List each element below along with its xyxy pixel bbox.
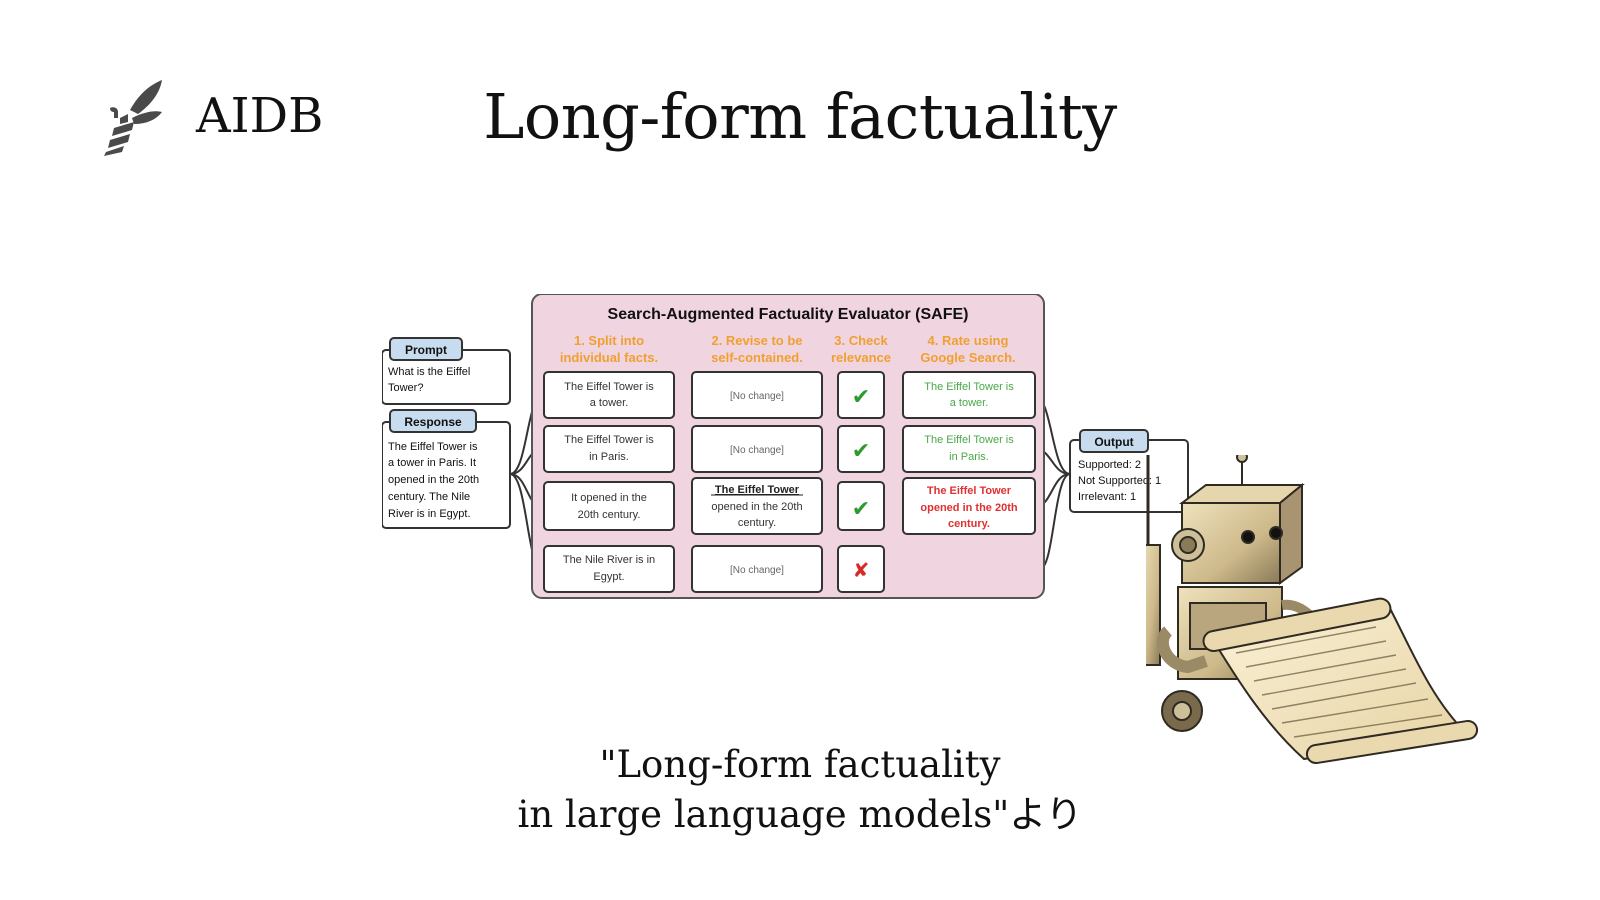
caption-line-1: "Long-form factuality — [599, 743, 1001, 786]
output-label-tag — [1079, 429, 1149, 453]
fact-3-line1: It opened in the — [571, 492, 647, 504]
relevance-cross-4: ✘ — [853, 560, 870, 582]
response-text-3: opened in the 20th — [388, 474, 479, 486]
rating-3-line1: The Eiffel Tower — [927, 485, 1012, 497]
revise-2-text: [No change] — [730, 445, 784, 456]
relevance-box-1 — [837, 371, 885, 419]
rating-2-line1: The Eiffel Tower is — [924, 434, 1014, 446]
revise-box-4 — [691, 545, 823, 593]
response-text-2: a tower in Paris. It — [388, 457, 476, 469]
response-text-5: River is in Egypt. — [388, 508, 471, 520]
revise-3-line2: century. — [738, 517, 776, 529]
prompt-text-1: What is the Eiffel — [388, 366, 470, 378]
output-not-supported: Not Supported: 1 — [1078, 475, 1161, 487]
fact-box-4 — [543, 545, 675, 593]
revise-box-1 — [691, 371, 823, 419]
response-text-1: The Eiffel Tower is — [388, 441, 478, 453]
output-label: Output — [1094, 435, 1133, 449]
output-supported: Supported: 2 — [1078, 459, 1141, 471]
step-3-line2: relevance — [831, 350, 891, 365]
robot-reading-scroll-illustration — [1146, 455, 1479, 765]
relevance-check-1: ✔ — [852, 384, 870, 409]
step-4-line2: Google Search. — [920, 350, 1015, 365]
prompt-text-2: Tower? — [388, 382, 423, 394]
rating-1-line1: The Eiffel Tower is — [924, 381, 1014, 393]
rating-3-line2: opened in the 20th — [920, 502, 1017, 514]
fact-4-line1: The Nile River is in — [563, 554, 655, 566]
fact-box-1 — [543, 371, 675, 419]
relevance-check-3: ✔ — [852, 496, 870, 521]
fact-4-line2: Egypt. — [593, 571, 624, 583]
step-1-line2: individual facts. — [560, 350, 658, 365]
fact-1-line1: The Eiffel Tower is — [564, 381, 654, 393]
relevance-box-2 — [837, 425, 885, 473]
fact-2-line2: in Paris. — [589, 451, 629, 463]
fact-3-line2: 20th century. — [578, 509, 641, 521]
safe-diagram: Search-Augmented Factuality Evaluator (S… — [382, 294, 1189, 599]
slide-title: Long-form factuality — [483, 80, 1117, 153]
fact-box-3 — [543, 481, 675, 531]
revise-box-3 — [691, 477, 823, 535]
bee-logo-icon — [104, 80, 162, 156]
output-irrelevant: Irrelevant: 1 — [1078, 491, 1136, 503]
relevance-check-2: ✔ — [852, 438, 870, 463]
step-2-line1: 2. Revise to be — [711, 333, 802, 348]
brand-name: AIDB — [196, 88, 324, 144]
response-label: Response — [404, 415, 462, 429]
revise-4-text: [No change] — [730, 565, 784, 576]
prompt-label: Prompt — [405, 343, 447, 357]
relevance-box-4 — [837, 545, 885, 593]
step-2-line2: self-contained. — [711, 350, 803, 365]
rating-2-line2: in Paris. — [949, 451, 989, 463]
rating-box-3 — [902, 477, 1036, 535]
revise-1-text: [No change] — [730, 391, 784, 402]
fact-2-line1: The Eiffel Tower is — [564, 434, 654, 446]
revise-3-bold: The Eiffel Tower — [715, 484, 800, 496]
prompt-label-tag — [389, 337, 463, 361]
rating-box-2 — [902, 425, 1036, 473]
revise-box-2 — [691, 425, 823, 473]
caption-line-2: in large language models"より — [517, 793, 1083, 836]
fact-box-2 — [543, 425, 675, 473]
response-label-tag — [389, 409, 477, 433]
revise-3-line1: opened in the 20th — [711, 501, 802, 513]
rating-3-line3: century. — [948, 518, 990, 530]
fact-1-line2: a tower. — [590, 397, 629, 409]
step-3-line1: 3. Check — [834, 333, 888, 348]
response-text-4: century. The Nile — [388, 491, 470, 503]
rating-box-1 — [902, 371, 1036, 419]
step-1-line1: 1. Split into — [574, 333, 644, 348]
source-caption: "Long-form factuality in large language … — [0, 740, 1600, 840]
relevance-box-3 — [837, 481, 885, 531]
safe-title: Search-Augmented Factuality Evaluator (S… — [608, 306, 969, 323]
step-4-line1: 4. Rate using — [928, 333, 1009, 348]
rating-1-line2: a tower. — [950, 397, 989, 409]
